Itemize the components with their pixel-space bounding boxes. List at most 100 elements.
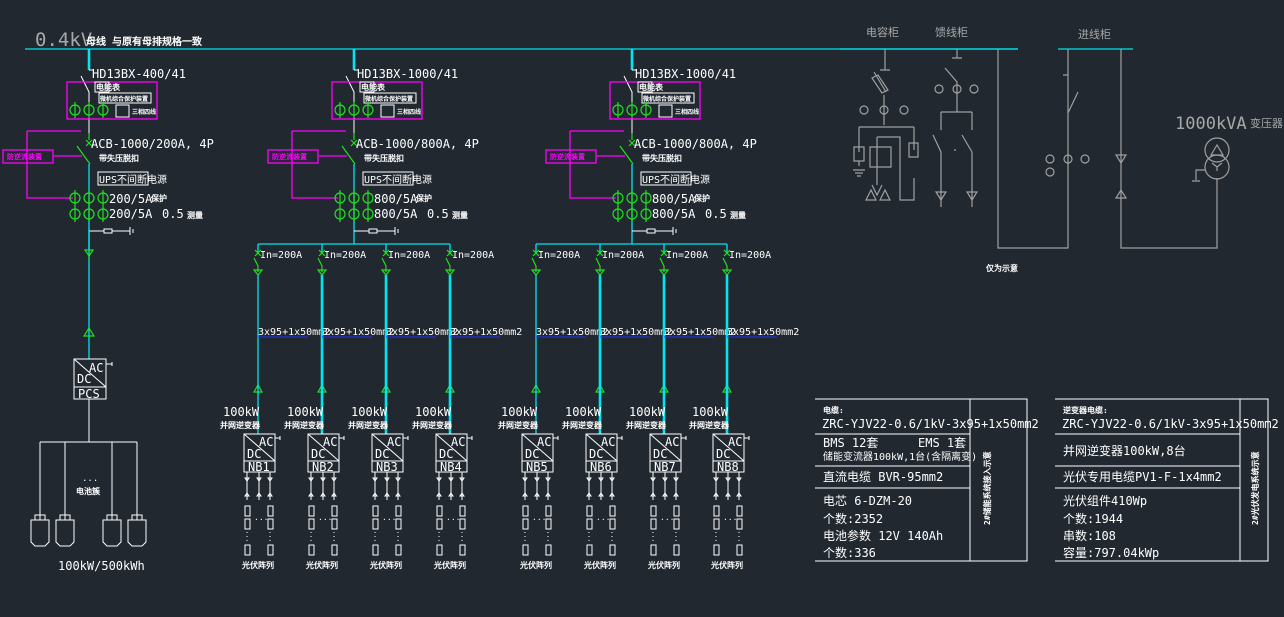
pcs-label: PCS [78, 387, 100, 401]
string-count: 串数:108 [1063, 528, 1116, 543]
incoming-circuit [997, 49, 1218, 249]
inverter-label: 并网逆变器 [348, 420, 389, 430]
ct-measure-ratio: 200/5A [109, 207, 153, 221]
string-lead [372, 472, 378, 500]
string-lead [522, 472, 528, 500]
inverter-label: 并网逆变器 [412, 420, 453, 430]
ellipsis: ... [723, 513, 737, 522]
ellipsis: ... [382, 513, 396, 522]
pv-module-icon [436, 505, 443, 556]
pv-array-label: 光伏阵列 [305, 560, 338, 570]
anti-backflow-device[interactable] [267, 149, 319, 164]
busbar-voltage: 0.4kV [35, 29, 92, 51]
pcs-box[interactable] [73, 358, 107, 400]
meter-type: 三相四线 [132, 108, 156, 116]
inverter-ac-label: AC [323, 435, 337, 449]
inverter-dc-label: DC [375, 447, 389, 461]
pv-array-label: 光伏阵列 [241, 560, 274, 570]
acb-model: ACB-1000/200A, 4P [91, 137, 214, 151]
inverter-id: NB5 [526, 460, 548, 474]
pv-module-icon [395, 505, 402, 556]
inverter-power: 100kW [415, 405, 452, 419]
acb-breaker-icon[interactable] [76, 145, 91, 165]
string-lead [308, 472, 314, 500]
string-lead [673, 472, 679, 500]
meter-type: 三相四线 [397, 108, 421, 116]
cable-spec: 3x95+1x50mm2 [322, 327, 394, 338]
pv-array-label: 光伏阵列 [583, 560, 616, 570]
capacitor-cabinet-circuit [858, 49, 915, 201]
transformer-rating: 1000kVA [1175, 114, 1247, 134]
inverter-power: 100kW [287, 405, 324, 419]
pv-array-label: 光伏阵列 [647, 560, 680, 570]
protection-device-box [641, 92, 695, 104]
string-lead [545, 472, 551, 500]
inverter-dc-label: DC [247, 447, 261, 461]
string-lead [534, 472, 540, 500]
string-lead [598, 472, 604, 500]
inverter-dc-label: DC [311, 447, 325, 461]
cable-terminal-icon [934, 191, 979, 202]
pv-module-icon [713, 505, 720, 556]
inverter-label: 并网逆变器 [689, 420, 730, 430]
module-count: 个数:1944 [1063, 511, 1123, 526]
pv-module-icon [522, 505, 529, 556]
pv-module-icon [545, 505, 552, 556]
battery-count: 个数:336 [823, 545, 876, 560]
string-lead [436, 472, 442, 500]
protection-device-label: 微机综合保护装置 [642, 95, 691, 103]
protection-device-box [363, 92, 417, 104]
protection-device-label: 微机综合保护装置 [364, 95, 413, 103]
pv-module-icon [308, 505, 315, 556]
inverter-id: NB2 [312, 460, 334, 474]
pv-module-icon [331, 505, 338, 556]
anti-backflow-label: 防逆流装置 [272, 152, 307, 161]
inverter-id: NB7 [654, 460, 676, 474]
cable-spec: 3x95+1x50mm2 [258, 327, 330, 338]
anti-backflow-device[interactable] [545, 149, 597, 164]
cable-spec: 3x95+1x50mm2 [536, 327, 608, 338]
switch-model: HD13BX-1000/41 [357, 67, 458, 81]
inverter-power: 100kW [501, 405, 538, 419]
inverter-label: 并网逆变器 [220, 420, 261, 430]
inverter-power: 100kW [629, 405, 666, 419]
pv-module-icon [586, 505, 593, 556]
storage-cable-label: 电缆: [823, 405, 844, 415]
acb-breaker-icon[interactable] [619, 145, 634, 165]
incoming-cabinet-label: 进线柜 [1078, 27, 1111, 41]
battery-icon [102, 514, 122, 547]
ups-box [362, 171, 414, 186]
inverter-ac-label: AC [451, 435, 465, 449]
cell-count: 个数:2352 [823, 511, 883, 526]
pv-module-icon [609, 505, 616, 556]
storage-branch: AC DC PCS ... 电池簇 100kW/500kWh [30, 230, 147, 573]
string-lead [395, 472, 401, 500]
measure-label: 测量 [452, 210, 468, 220]
protect-label: 保护 [150, 193, 167, 203]
cable-spec: 3x95+1x50mm2 [386, 327, 458, 338]
inverter-label: 并网逆变器 [498, 420, 539, 430]
ct-icon [934, 84, 979, 94]
inverter-id: NB6 [590, 460, 612, 474]
feeder-1: HD13BX-400/41电能表微机综合保护装置三相四线ACB-1000/200… [2, 49, 214, 250]
inverter-ac-label: AC [537, 435, 551, 449]
meter-type: 三相四线 [675, 108, 699, 116]
anti-backflow-device[interactable] [2, 149, 54, 164]
fuse-icon [853, 142, 919, 177]
ellipsis: ... [82, 474, 98, 484]
acb-breaker-icon[interactable] [341, 145, 356, 165]
ct-protect-ratio: 800/5A [652, 192, 696, 206]
undervoltage-label: 带失压脱扣 [642, 153, 682, 163]
pv-branch-NB3: In=200A3x95+1x50mm2100kW并网逆变器ACDCNB3...光… [348, 244, 458, 570]
pv-module-icon [372, 505, 379, 556]
inverter-dc-label: DC [589, 447, 603, 461]
ct-protect-ratio: 200/5A [109, 192, 153, 206]
capacitor-cabinet-label: 电容柜 [866, 25, 899, 39]
inverter-dc-label: DC [653, 447, 667, 461]
ems-count: EMS 1套 [918, 436, 966, 450]
pcs-spec: 储能变流器100kW,1台(含隔离变) [823, 450, 977, 463]
protection-device-box [98, 92, 152, 104]
feeder-2: HD13BX-1000/41电能表微机综合保护装置三相四线ACB-1000/80… [267, 49, 479, 244]
ct-protect-ratio: 800/5A [374, 192, 418, 206]
